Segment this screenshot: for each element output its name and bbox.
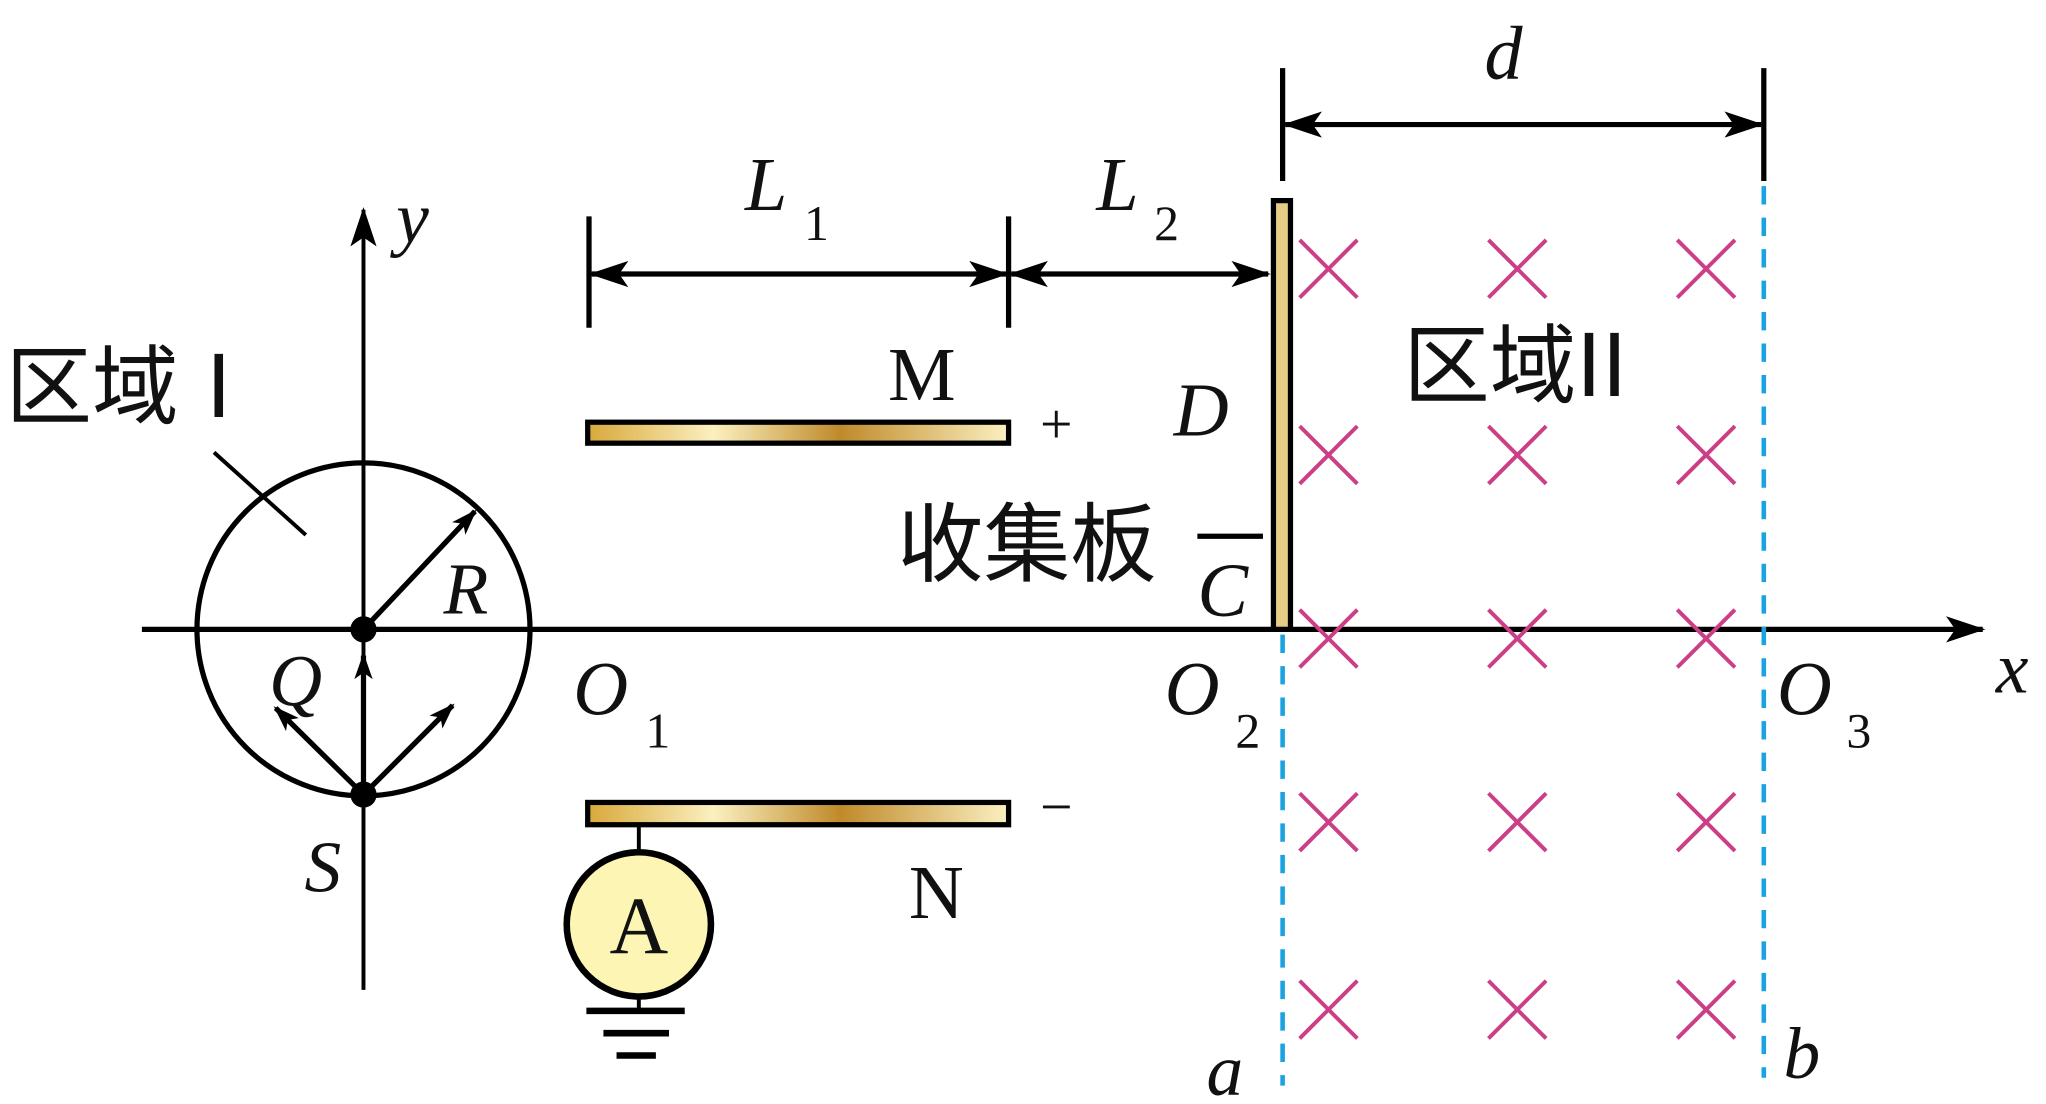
field-cross-icon [1298,238,1359,300]
radius-arrow [361,509,477,632]
o3-label: O 3 [1777,648,1871,759]
collector-label: 收集板 [897,495,1157,595]
region1-label: 区域 I [6,338,232,438]
point-q [350,616,377,643]
o2-label: O 2 [1165,648,1261,759]
source-s-label: S [304,827,341,908]
magnetic-field-crosses [1298,238,1737,1040]
field-cross-icon [1298,979,1359,1040]
x-axis-label: x [1995,627,2029,708]
particle-arrow-right [361,703,455,797]
field-cross-icon [1675,979,1737,1040]
field-cross-icon [1675,608,1737,669]
ammeter-label: A [609,881,668,971]
field-cross-icon [1675,238,1737,300]
o3-subscript: 3 [1846,703,1871,758]
plate-m [585,419,1012,446]
l1-subscript: 1 [804,196,829,251]
collector-c-label: C [1197,549,1249,633]
boundary-a-label: a [1207,1030,1244,1104]
o1-label: O 1 [573,648,670,759]
l2-letter: L [1095,143,1138,227]
plus-sign: + [1040,393,1073,456]
collector-plate [1270,197,1294,632]
field-cross-icon [1675,791,1737,853]
o2-subscript: 2 [1235,703,1260,758]
radius-label: R [442,549,488,630]
field-cross-icon [1487,791,1548,853]
plate-n [585,799,1012,828]
o1-subscript: 1 [645,703,670,758]
field-cross-icon [1487,238,1548,300]
plate-n-label: N [909,851,964,935]
region1-leader-line [212,450,308,537]
particle-arrow-left [273,706,366,797]
region2-label: 区域II [1403,317,1627,417]
plate-m-label: M [888,333,956,417]
l1-label: L 1 [744,143,829,251]
o1-letter: O [573,648,628,732]
l2-label: L 2 [1095,143,1179,251]
field-cross-icon [1298,608,1359,669]
field-cross-icon [1298,791,1359,853]
field-cross-icon [1675,424,1737,486]
collector-d-label: D [1173,368,1229,452]
field-cross-icon [1487,424,1548,486]
field-cross-icon [1298,424,1359,486]
o3-letter: O [1777,648,1832,732]
l2-subscript: 2 [1154,196,1179,251]
o2-letter: O [1165,648,1220,732]
d-label: d [1485,12,1524,96]
field-cross-icon [1487,979,1548,1040]
boundary-b-label: b [1783,1013,1820,1094]
y-axis-label: y [389,178,429,259]
minus-sign: − [1040,776,1073,839]
field-cross-icon [1487,608,1548,669]
l1-letter: L [744,143,787,227]
